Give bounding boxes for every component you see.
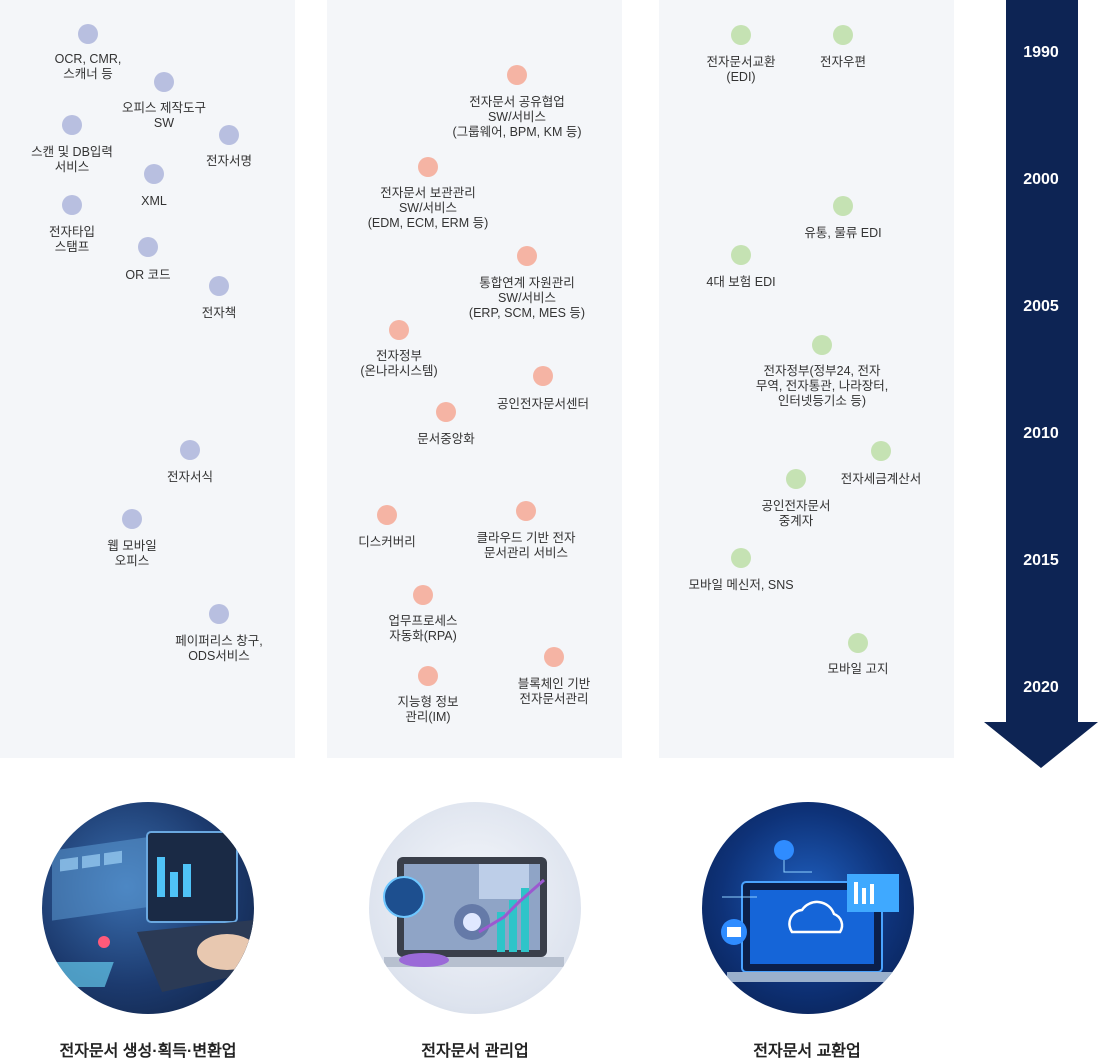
management-item-label: 전자문서 보관관리 SW/서비스 (EDM, ECM, ERM 등) <box>367 186 489 230</box>
exchange-dot <box>786 469 806 489</box>
creation-panel <box>0 0 295 758</box>
management-caption: 전자문서 관리업 <box>421 1043 529 1060</box>
exchange-dot <box>833 25 853 45</box>
management-item-label: 업무프로세스 자동화(RPA) <box>388 614 458 643</box>
exchange-item-label: 전자세금계산서 <box>840 472 922 486</box>
management-panel <box>327 0 622 758</box>
exchange-item-label: 전자문서교환 (EDI) <box>706 55 776 84</box>
creation-item-label: 페이퍼리스 창구, ODS서비스 <box>175 634 263 663</box>
year-label: 2005 <box>1023 298 1059 315</box>
management-item-label: 문서중앙화 <box>417 432 475 446</box>
creation-dot <box>180 440 200 460</box>
creation-item-label: 전자서명 <box>205 154 253 168</box>
year-label: 2020 <box>1023 679 1059 696</box>
creation-item-label: 웹 모바일 오피스 <box>107 539 157 568</box>
creation-item-label: 전자타입 스탬프 <box>48 225 96 254</box>
management-dot <box>544 647 564 667</box>
creation-item-label: OR 코드 <box>125 268 171 282</box>
laptop-data-dashboard-icon <box>42 802 254 1014</box>
exchange-item-label: 4대 보험 EDI <box>706 275 776 289</box>
creation-item-label: 전자서식 <box>166 470 214 484</box>
creation-dot <box>62 195 82 215</box>
exchange-item-label: 전자정부(정부24, 전자 무역, 전자통관, 나라장터, 인터넷등기소 등) <box>755 364 889 408</box>
management-item-label: 지능형 정보 관리(IM) <box>397 695 459 724</box>
management-item-label: 블록체인 기반 전자문서관리 <box>517 677 591 706</box>
exchange-item-label: 공인전자문서 중계자 <box>761 499 831 528</box>
exchange-dot <box>833 196 853 216</box>
year-label: 2010 <box>1023 425 1059 442</box>
management-item-label: 디스커버리 <box>358 535 416 549</box>
exchange-item-label: 전자우편 <box>819 55 867 69</box>
management-item-label: 클라우드 기반 전자 문서관리 서비스 <box>476 531 576 560</box>
creation-caption: 전자문서 생성·획득·변환업 <box>59 1043 237 1060</box>
exchange-item-label: 유통, 물류 EDI <box>804 226 882 240</box>
management-item-label: 전자정부 (온나라시스템) <box>360 349 438 378</box>
creation-dot <box>154 72 174 92</box>
management-dot <box>418 666 438 686</box>
management-dot <box>436 402 456 422</box>
management-item-label: 전자문서 공유협업 SW/서비스 (그룹웨어, BPM, KM 등) <box>452 95 582 139</box>
exchange-dot <box>812 335 832 355</box>
creation-dot <box>78 24 98 44</box>
management-dot <box>507 65 527 85</box>
creation-dot <box>209 604 229 624</box>
exchange-dot <box>731 245 751 265</box>
creation-dot <box>144 164 164 184</box>
management-item-label: 통합연계 자원관리 SW/서비스 (ERP, SCM, MES 등) <box>468 276 586 320</box>
exchange-dot <box>731 548 751 568</box>
creation-item-label: 오피스 제작도구 SW <box>122 101 206 130</box>
exchange-panel <box>659 0 954 758</box>
exchange-dot <box>731 25 751 45</box>
management-dot <box>389 320 409 340</box>
exchange-dot <box>871 441 891 461</box>
creation-dot <box>138 237 158 257</box>
exchange-item-label: 모바일 메신저, SNS <box>688 578 794 592</box>
year-label: 2015 <box>1023 552 1059 569</box>
creation-dot <box>62 115 82 135</box>
creation-item-label: XML <box>141 194 167 208</box>
timeline-arrow <box>984 0 1098 768</box>
creation-dot <box>209 276 229 296</box>
management-dot <box>377 505 397 525</box>
exchange-item-label: 모바일 고지 <box>827 662 889 676</box>
year-label: 2000 <box>1023 171 1059 188</box>
management-dot <box>418 157 438 177</box>
exchange-dot <box>848 633 868 653</box>
creation-item-label: OCR, CMR, 스캐너 등 <box>54 52 122 81</box>
creation-dot <box>219 125 239 145</box>
exchange-caption: 전자문서 교환업 <box>753 1043 861 1060</box>
creation-item-label: 스캔 및 DB입력 서비스 <box>31 145 113 174</box>
management-dot <box>516 501 536 521</box>
management-dot <box>413 585 433 605</box>
laptop-analytics-chart-icon <box>369 802 581 1014</box>
management-dot <box>533 366 553 386</box>
laptop-cloud-network-icon <box>702 802 914 1014</box>
year-label: 1990 <box>1023 44 1059 61</box>
creation-dot <box>122 509 142 529</box>
management-item-label: 공인전자문서센터 <box>496 397 590 411</box>
management-dot <box>517 246 537 266</box>
creation-item-label: 전자책 <box>201 306 237 320</box>
